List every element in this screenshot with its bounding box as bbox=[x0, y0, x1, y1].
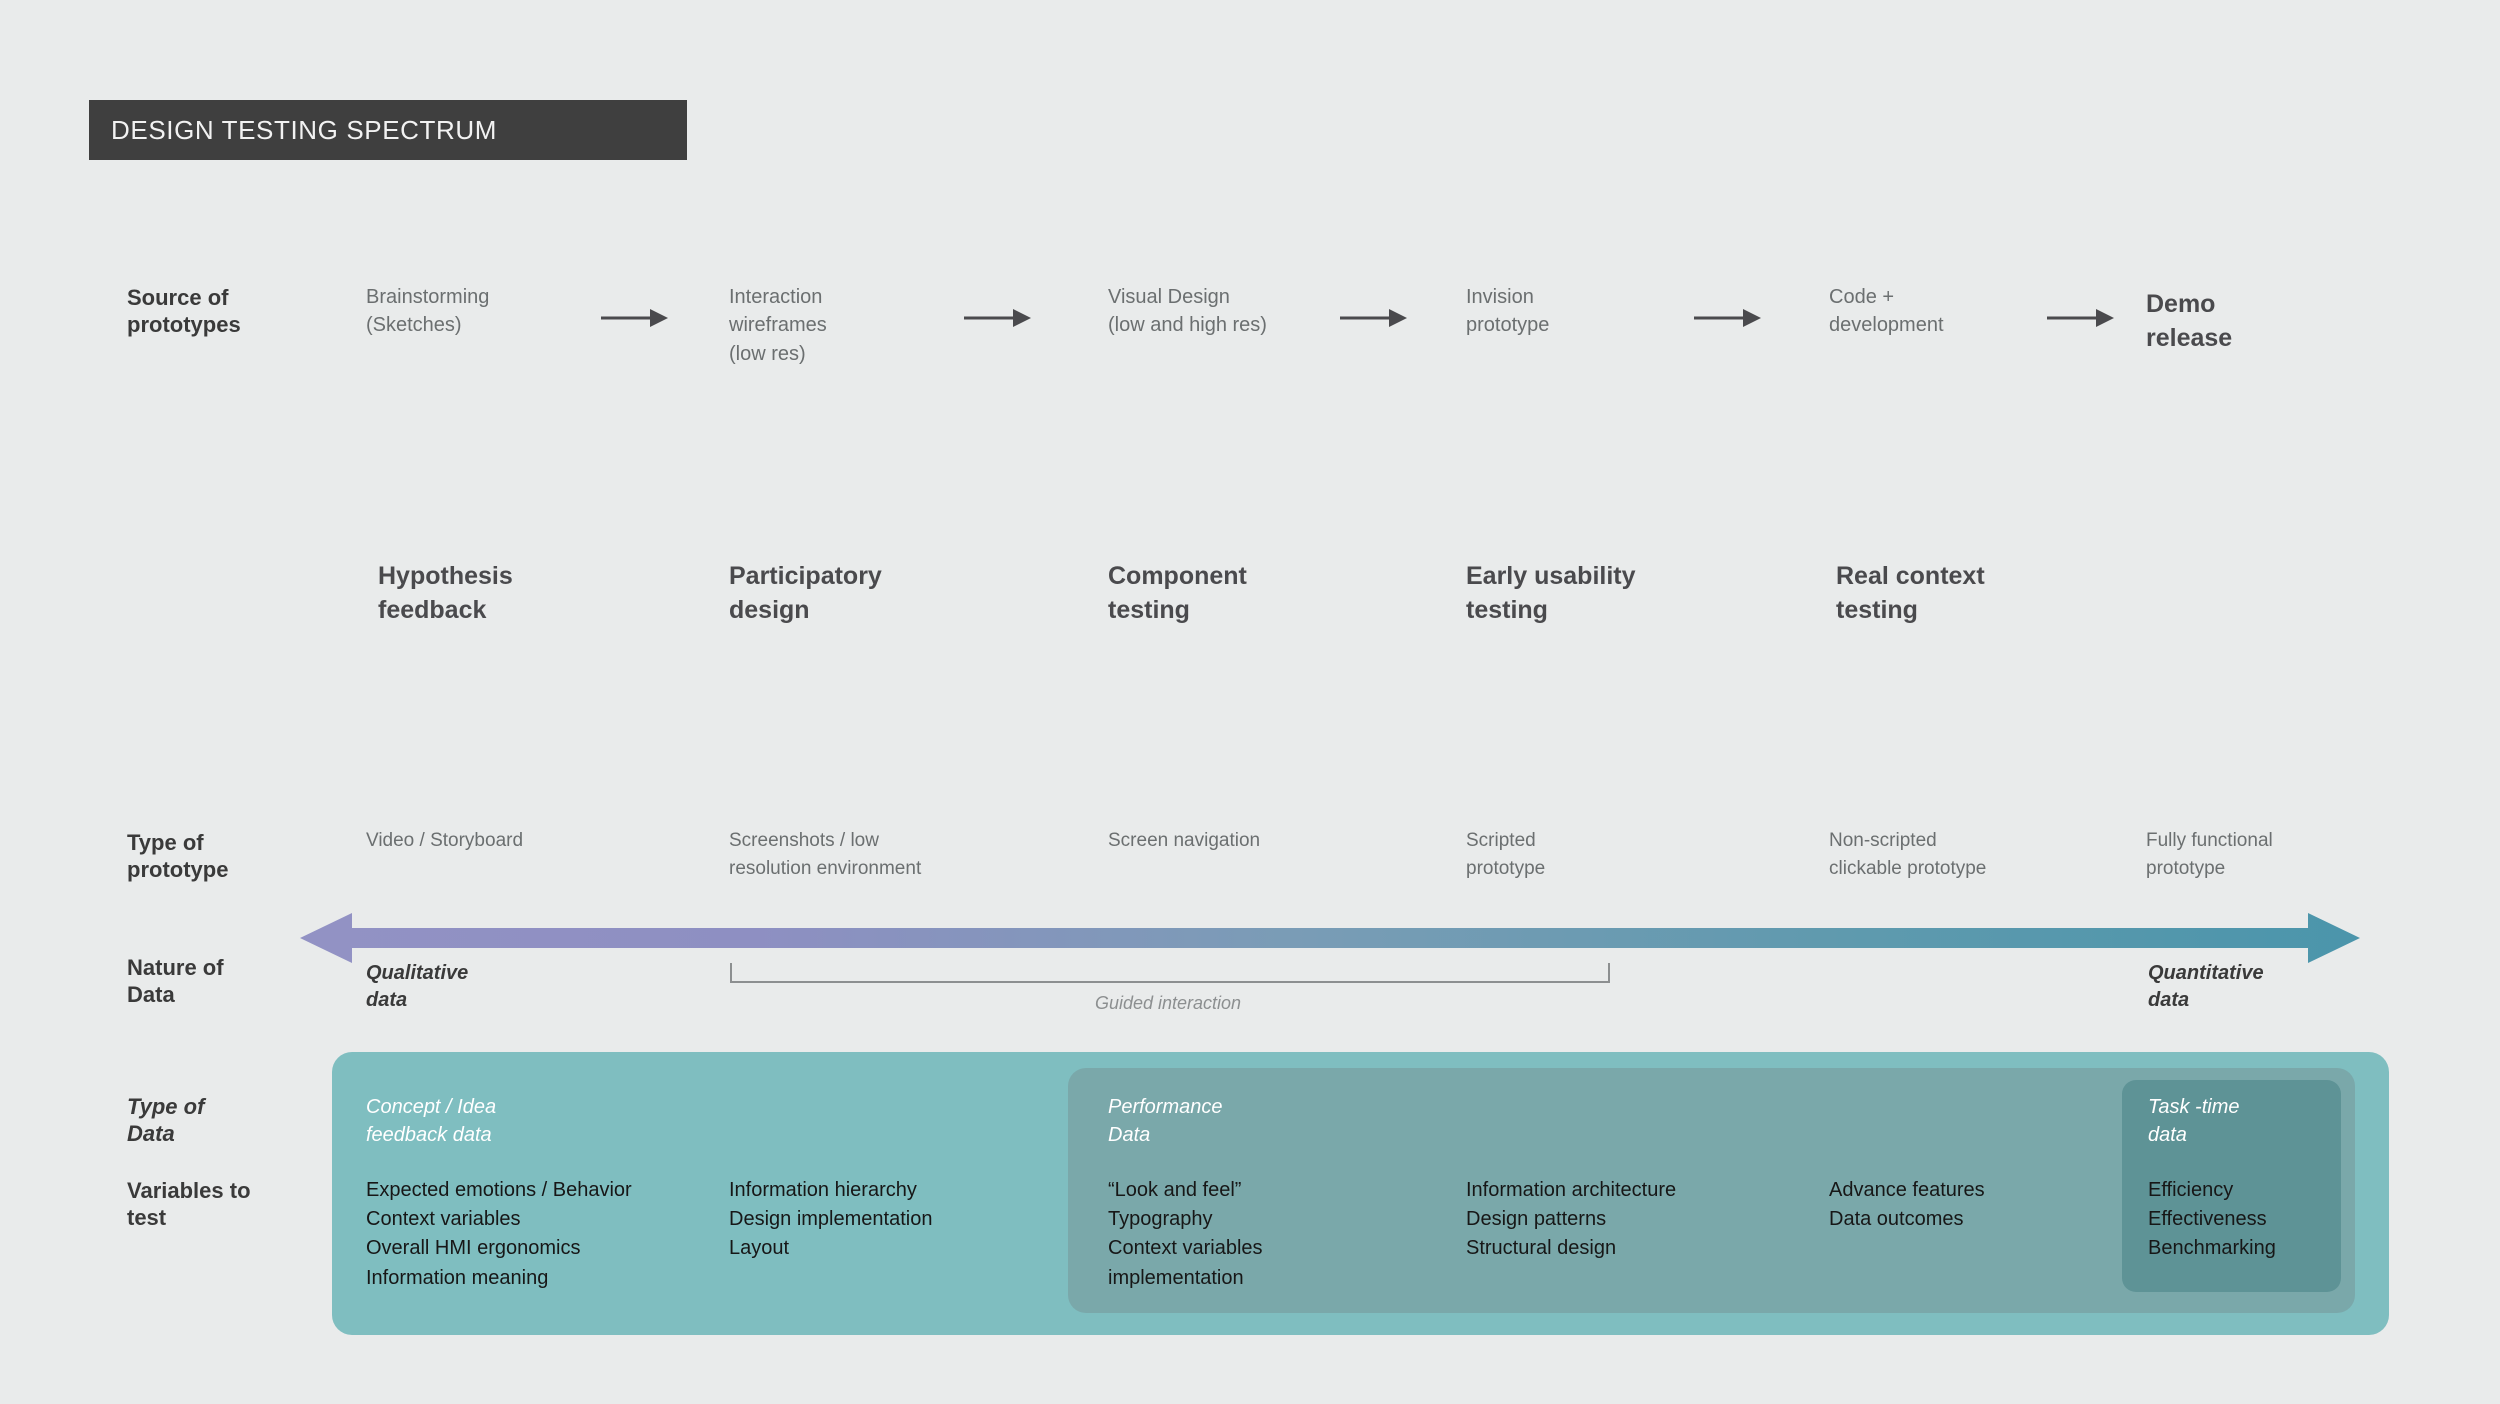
data-type-caption-task-time-data: Task -time data bbox=[2148, 1096, 2240, 1146]
variables-list-real-context-testing: Advance features Data outcomes bbox=[1829, 1179, 1985, 1231]
guided-interaction-label: Guided interaction bbox=[1094, 993, 1242, 1013]
source-stage-interaction-wireframes: Interaction wireframes (low res) bbox=[729, 286, 827, 365]
prototype-type-scripted-prototype: Scripted prototype bbox=[1466, 830, 1546, 879]
source-stage-invision-prototype: Invision prototype bbox=[1466, 286, 1550, 337]
source-stage-code-development: Code + development bbox=[1829, 286, 1944, 337]
row-label-source-of-prototypes: Source of prototypes bbox=[127, 285, 241, 337]
prototype-type-video-storyboard: Video / Storyboard bbox=[366, 830, 524, 851]
right-arrow-icon bbox=[964, 309, 1031, 327]
method-heading-early-usability-testing: Early usability testing bbox=[1466, 562, 1636, 624]
prototype-type-non-scripted-clickable: Non-scripted clickable prototype bbox=[1829, 830, 1987, 879]
prototype-type-fully-functional: Fully functional prototype bbox=[2146, 830, 2273, 879]
right-arrow-icon bbox=[601, 309, 668, 327]
source-stage-demo-release: Demo release bbox=[2146, 290, 2233, 352]
prototype-type-screenshots-low-res: Screenshots / low resolution environment bbox=[729, 830, 922, 879]
right-arrow-icon bbox=[1340, 309, 1407, 327]
right-arrow-icon bbox=[1694, 309, 1761, 327]
method-heading-component-testing: Component testing bbox=[1108, 562, 1247, 624]
prototype-type-screen-navigation: Screen navigation bbox=[1108, 830, 1261, 851]
page-title: DESIGN TESTING SPECTRUM bbox=[111, 114, 498, 145]
source-stage-brainstorming: Brainstorming (Sketches) bbox=[366, 286, 490, 337]
variables-list-participatory-design: Information hierarchy Design implementat… bbox=[729, 1179, 933, 1260]
data-panel-inner bbox=[2122, 1080, 2341, 1292]
row-label-nature-of-data: Nature of Data bbox=[127, 955, 224, 1007]
row-label-type-of-data: Type of Data bbox=[127, 1094, 205, 1146]
spectrum-caption-qualitative: Qualitative data bbox=[366, 962, 469, 1011]
guided-interaction-bracket bbox=[730, 963, 1610, 983]
method-heading-real-context-testing: Real context testing bbox=[1836, 562, 1985, 624]
qualitative-quantitative-spectrum-arrow bbox=[300, 913, 2360, 963]
row-label-type-of-prototype: Type of prototype bbox=[127, 830, 229, 882]
row-label-variables-to-test: Variables to test bbox=[127, 1178, 251, 1230]
data-type-caption-performance-data: Performance Data bbox=[1108, 1096, 1223, 1146]
right-arrow-icon bbox=[2047, 309, 2114, 327]
spectrum-caption-quantitative: Quantitative data bbox=[2148, 962, 2264, 1011]
variables-list-early-usability-testing: Information architecture Design patterns… bbox=[1466, 1179, 1677, 1260]
method-heading-participatory-design: Participatory design bbox=[729, 562, 882, 624]
data-type-caption-concept-idea: Concept / Idea feedback data bbox=[366, 1096, 497, 1146]
source-stage-visual-design: Visual Design (low and high res) bbox=[1108, 286, 1267, 337]
variables-list-hypothesis-feedback: Expected emotions / Behavior Context var… bbox=[366, 1179, 632, 1289]
variables-list-component-testing: “Look and feel” Typography Context varia… bbox=[1108, 1179, 1263, 1289]
method-heading-hypothesis-feedback: Hypothesis feedback bbox=[378, 562, 513, 624]
variables-list-task-time-data: Efficiency Effectiveness Benchmarking bbox=[2148, 1179, 2276, 1260]
page-title-banner: DESIGN TESTING SPECTRUM bbox=[89, 100, 687, 160]
